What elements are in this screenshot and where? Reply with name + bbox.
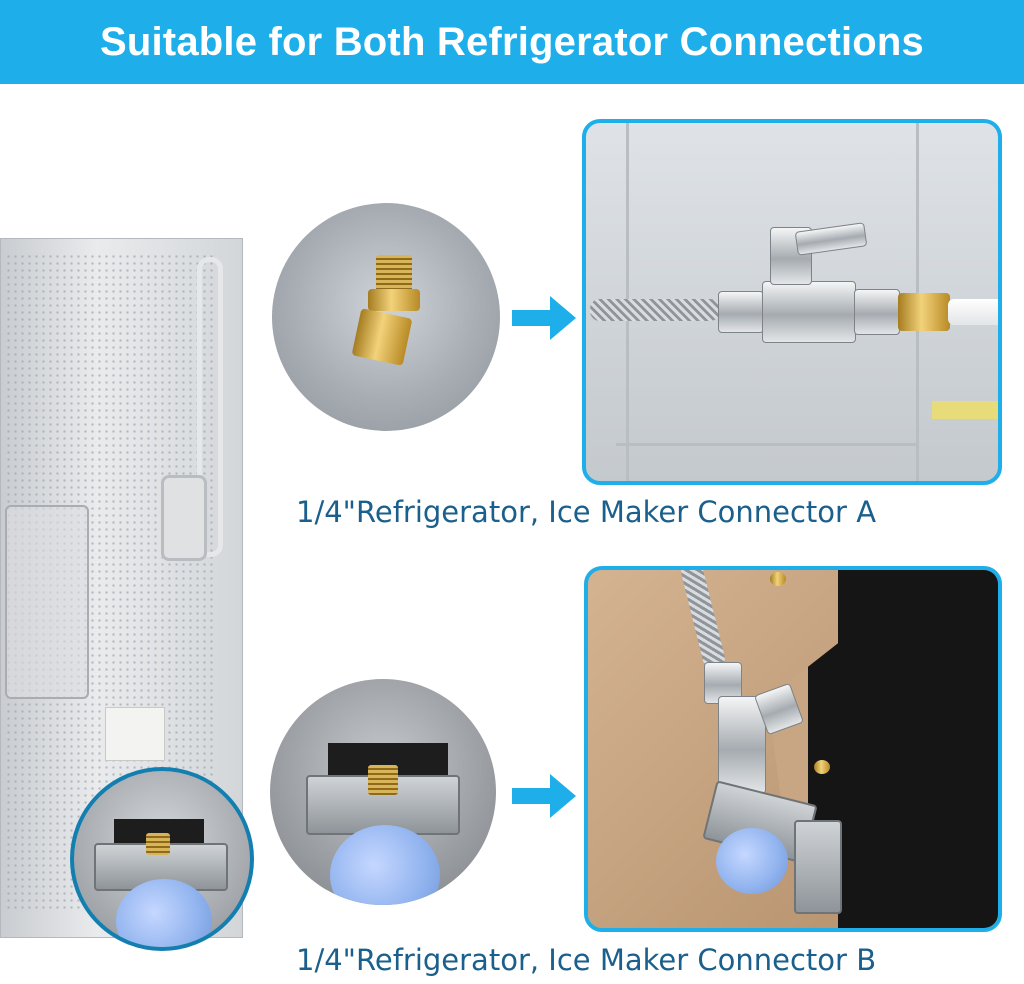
blue-valve-body — [330, 825, 440, 905]
fridge-pipe — [197, 257, 223, 557]
brass-nut — [898, 293, 950, 331]
arrow-right-icon — [512, 774, 576, 818]
blue-valve-body — [716, 828, 788, 894]
hose-nut — [718, 291, 764, 333]
yellow-sticker — [932, 401, 998, 419]
fitting-nut-bottom — [351, 308, 413, 366]
title-banner: Suitable for Both Refrigerator Connectio… — [0, 0, 1024, 84]
connector-b-installed-photo — [584, 566, 1002, 932]
compression-nut — [854, 289, 900, 335]
fitting-thread — [376, 255, 412, 291]
page-title: Suitable for Both Refrigerator Connectio… — [99, 19, 924, 64]
arrow-right-icon — [512, 296, 576, 340]
valve-body — [718, 696, 766, 794]
connector-a-caption: 1/4"Refrigerator, Ice Maker Connector A — [296, 495, 877, 529]
fitting-nut-top — [368, 289, 420, 311]
brass-inlet-thread — [368, 765, 398, 795]
fridge-sticker — [105, 707, 165, 761]
braided-hose — [590, 299, 720, 321]
white-tube — [948, 299, 998, 325]
fridge-bracket — [161, 475, 207, 561]
fridge-valve-inset-image — [70, 767, 254, 951]
brass-fitting-closeup-image — [272, 203, 500, 431]
inlet-valve-closeup-image — [270, 679, 496, 905]
fridge-access-panel — [5, 505, 89, 699]
connector-a-installed-photo — [582, 119, 1002, 485]
valve-body — [762, 281, 856, 343]
connector-b-caption: 1/4"Refrigerator, Ice Maker Connector B — [296, 943, 877, 977]
